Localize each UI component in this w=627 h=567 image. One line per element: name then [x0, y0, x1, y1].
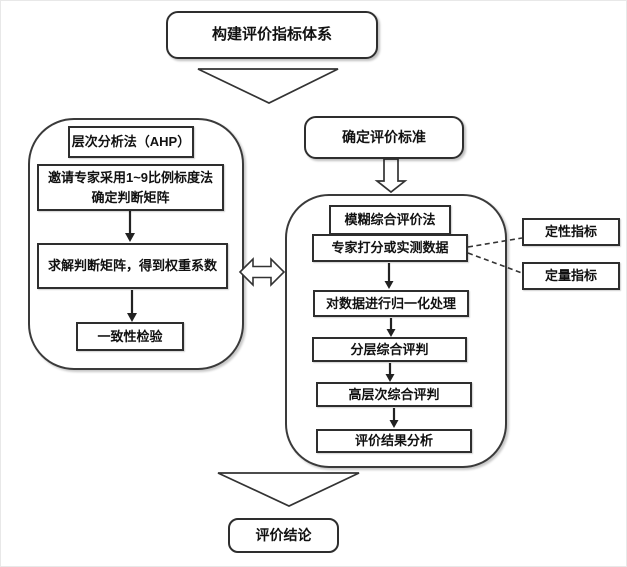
arrow-solve-to-consistency [127, 290, 137, 322]
block-down-arrow-icon [374, 158, 408, 194]
node-build-index-system: 构建评价指标体系 [166, 11, 378, 59]
arrow-expert-to-normalize [384, 263, 394, 289]
node-normalize-data: 对数据进行归一化处理 [313, 290, 469, 317]
node-solve-matrix: 求解判断矩阵，得到权重系数 [37, 243, 228, 289]
arrow-invite-to-solve [125, 211, 135, 242]
node-quantitative-indicator: 定量指标 [522, 262, 620, 290]
double-arrow-icon [238, 257, 286, 287]
node-fuzzy-method-title: 模糊综合评价法 [329, 205, 451, 235]
node-invite-experts: 邀请专家采用1~9比例标度法确定判断矩阵 [37, 164, 224, 211]
node-consistency-check: 一致性检验 [76, 322, 184, 351]
dashed-link-qualitative [467, 237, 523, 248]
node-evaluation-conclusion: 评价结论 [228, 518, 339, 553]
arrow-layered-to-highlevel [385, 363, 395, 382]
down-triangle-icon [197, 68, 339, 104]
dashed-link-quantitative [467, 252, 523, 274]
node-ahp-title: 层次分析法（AHP） [68, 126, 194, 158]
down-triangle-icon [217, 472, 360, 507]
node-result-analysis: 评价结果分析 [316, 429, 472, 453]
arrow-highlevel-to-result [389, 408, 399, 428]
arrow-normalize-to-layered [386, 318, 396, 337]
node-evaluation-criteria: 确定评价标准 [304, 116, 464, 159]
node-expert-scoring: 专家打分或实测数据 [312, 234, 468, 262]
node-layered-evaluation: 分层综合评判 [312, 337, 467, 362]
node-highlevel-evaluation: 高层次综合评判 [316, 382, 472, 407]
node-qualitative-indicator: 定性指标 [522, 218, 620, 246]
